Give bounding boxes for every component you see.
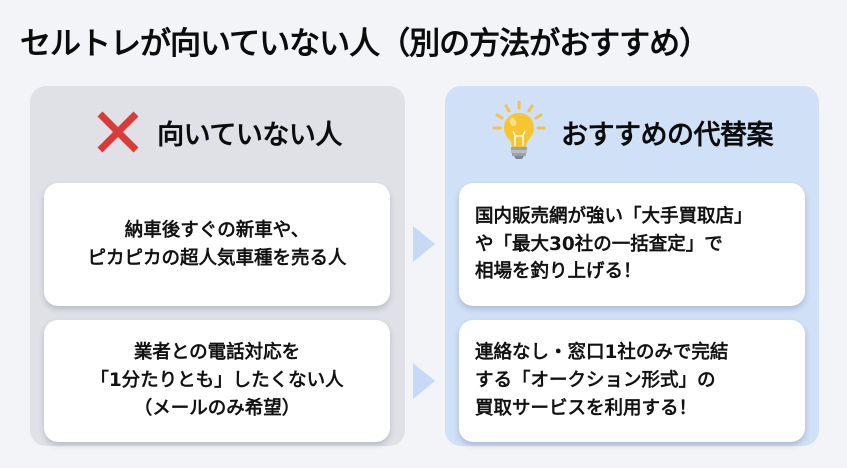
cross-mark-icon: [93, 107, 143, 157]
page-title: セルトレが向いていない人（別の方法がおすすめ）: [20, 26, 710, 62]
not-suitable-card-2: 業者との電話対応を 「1分たりとも」したくない人 （メールのみ希望）: [44, 320, 390, 442]
card-line: （メールのみ希望）: [133, 397, 301, 419]
card-line: する「オークション形式」の: [475, 370, 716, 392]
card-line: 相場を釣り上げる！: [475, 261, 642, 283]
not-suitable-card-1: 納車後すぐの新車や、 ピカピカの超人気車種を売る人: [44, 183, 390, 306]
card-line: 納車後すぐの新車や、: [124, 219, 310, 241]
card-line: 連絡なし・窓口1社のみで完結: [475, 342, 729, 364]
not-suitable-heading: 向いていない人: [157, 119, 342, 151]
right-arrow-icon: [413, 226, 435, 262]
card-line: や「最大30社の一括査定」で: [475, 233, 723, 255]
card-line: 国内販売網が強い「大手買取店」: [475, 205, 753, 227]
alternatives-heading: おすすめの代替案: [561, 119, 774, 151]
not-suitable-header: 向いていない人: [30, 106, 405, 158]
alternatives-panel: おすすめの代替案 国内販売網が強い「大手買取店」 や「最大30社の一括査定」で …: [445, 86, 819, 446]
right-arrow-icon: [413, 363, 435, 399]
not-suitable-panel: 向いていない人 納車後すぐの新車や、 ピカピカの超人気車種を売る人 業者との電話…: [30, 86, 405, 446]
alternative-card-1: 国内販売網が強い「大手買取店」 や「最大30社の一括査定」で 相場を釣り上げる！: [459, 183, 805, 306]
alternatives-header: おすすめの代替案: [445, 100, 819, 159]
lightbulb-icon: [491, 100, 547, 164]
alternative-card-2: 連絡なし・窓口1社のみで完結 する「オークション形式」の 買取サービスを利用する…: [459, 320, 805, 442]
card-line: 業者との電話対応を: [133, 342, 301, 364]
card-line: 買取サービスを利用する！: [475, 397, 698, 419]
card-line: ピカピカの超人気車種を売る人: [87, 247, 347, 269]
card-line: 「1分たりとも」したくない人: [90, 370, 344, 392]
